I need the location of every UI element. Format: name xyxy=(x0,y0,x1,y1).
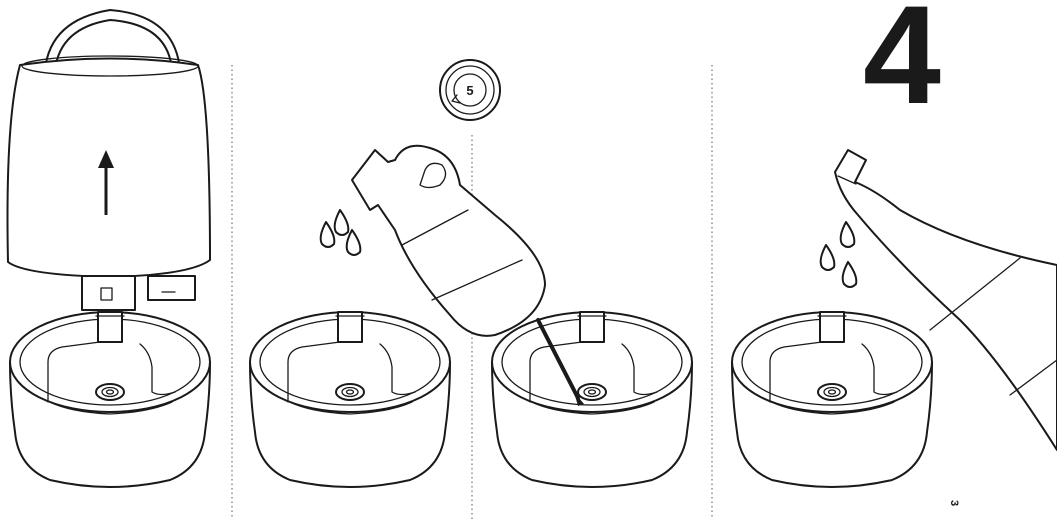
panel-pour-vinegar: 5 xyxy=(249,59,546,488)
cleaning-brush-illustration xyxy=(536,318,584,406)
humidifier-base xyxy=(9,311,211,488)
panel-scrub-base xyxy=(491,311,693,488)
page-number: 3 xyxy=(948,500,960,507)
timer-icon: 5 xyxy=(439,59,501,121)
water-drops-icon xyxy=(819,221,858,288)
up-arrow-icon xyxy=(98,150,114,215)
humidifier-base xyxy=(491,311,693,488)
panel-remove-top xyxy=(6,9,211,488)
vinegar-jug-illustration xyxy=(351,144,546,337)
panel-rinse-water xyxy=(731,149,1057,488)
water-bottle-illustration xyxy=(834,149,1057,451)
humidifier-base xyxy=(731,311,933,488)
water-drops-icon xyxy=(319,209,362,256)
humidifier-base xyxy=(249,311,451,488)
timer-minutes: 5 xyxy=(466,83,473,98)
step-number: 4 xyxy=(863,0,941,133)
